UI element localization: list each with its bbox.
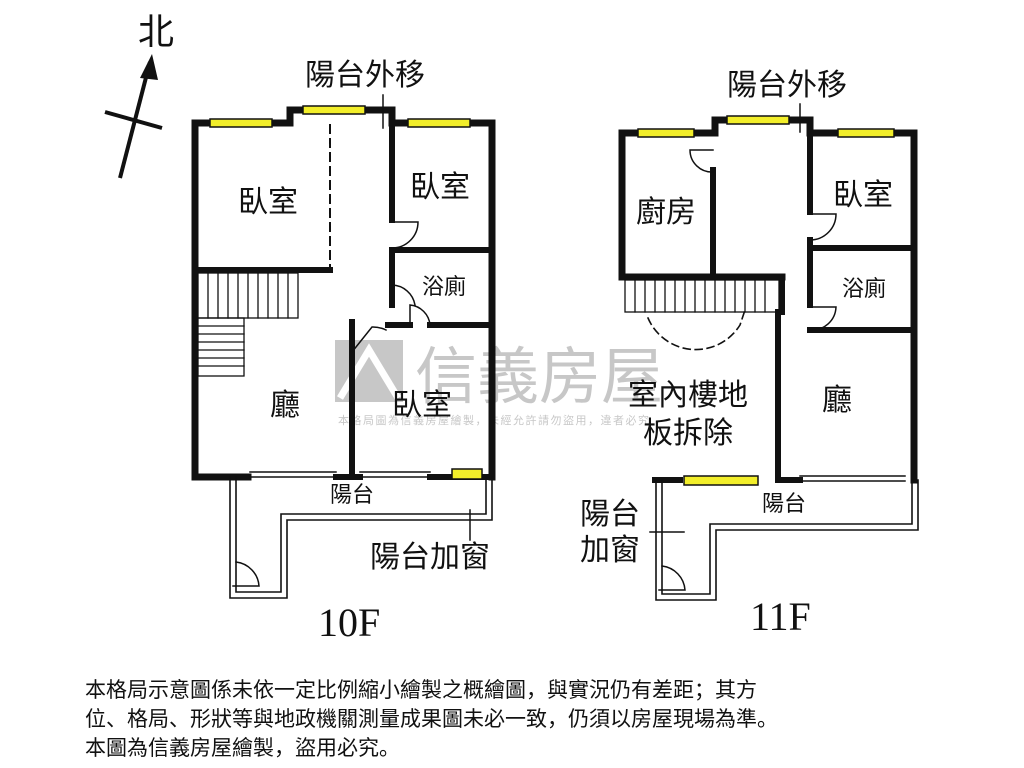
label-balcony-moved-10f: 陽台外移 bbox=[305, 58, 425, 93]
compass-arrow-head bbox=[140, 54, 158, 80]
floor-title-10f: 10F bbox=[318, 600, 380, 645]
compass-north-label: 北 bbox=[138, 12, 174, 53]
label-balcony-window-11f-line1: 陽台 bbox=[580, 497, 640, 532]
door-swing bbox=[391, 221, 419, 249]
staircase-removed bbox=[624, 279, 780, 313]
window bbox=[407, 118, 471, 128]
label-bedroom-nw-10f: 臥室 bbox=[238, 185, 298, 220]
label-living-room-11f: 廳 bbox=[822, 383, 852, 418]
label-bedroom-11f: 臥室 bbox=[833, 178, 893, 213]
window bbox=[209, 118, 273, 128]
balcony-outline bbox=[229, 476, 493, 599]
balcony-outline bbox=[655, 479, 919, 601]
wall bbox=[191, 106, 496, 481]
door-swing bbox=[658, 565, 686, 591]
compass: 北 bbox=[104, 12, 174, 179]
label-bedroom-ne-10f: 臥室 bbox=[410, 170, 470, 205]
watermark-brand: 信義房屋 bbox=[415, 340, 663, 413]
door-swing bbox=[391, 284, 416, 306]
staircase bbox=[197, 272, 299, 377]
floor-11-plan bbox=[618, 103, 919, 601]
disclaimer-line: 本格局示意圖係未依一定比例縮小繪製之概繪圖，與實況仍有差距；其方 bbox=[85, 678, 757, 702]
label-balcony-window-11f-line2: 加窗 bbox=[580, 533, 640, 568]
door-swing bbox=[809, 306, 837, 331]
window bbox=[451, 468, 483, 480]
label-balcony-11f: 陽台 bbox=[762, 492, 806, 517]
dashed-arc bbox=[646, 308, 747, 351]
label-stair-removed-line2: 板拆除 bbox=[643, 416, 733, 451]
compass-cross-line bbox=[104, 110, 163, 130]
door-swing bbox=[809, 213, 837, 241]
label-bedroom-se-10f: 臥室 bbox=[392, 388, 452, 423]
label-balcony-10f: 陽台 bbox=[330, 483, 374, 508]
label-stair-removed-line1: 室內樓地 bbox=[628, 378, 748, 413]
door-swing bbox=[232, 561, 260, 587]
disclaimer: 本格局示意圖係未依一定比例縮小繪製之概繪圖，與實況仍有差距；其方 位、格局、形狀… bbox=[85, 676, 985, 763]
wall bbox=[775, 274, 785, 483]
window bbox=[726, 115, 790, 125]
door-swing bbox=[409, 304, 431, 326]
label-living-room-10f: 廳 bbox=[270, 388, 300, 423]
window bbox=[683, 475, 759, 486]
floor-10-plan bbox=[191, 94, 496, 599]
label-balcony-moved-11f: 陽台外移 bbox=[727, 68, 847, 103]
label-bathroom-11f: 浴廁 bbox=[842, 277, 886, 302]
disclaimer-line: 位、格局、形狀等與地政機關測量成果圖未必一致，仍須以房屋現場為準。 bbox=[85, 707, 778, 731]
floor-title-11f: 11F bbox=[750, 594, 811, 639]
disclaimer-line: 本圖為信義房屋繪製，盜用必究。 bbox=[85, 736, 400, 760]
window bbox=[637, 128, 695, 138]
door-swing bbox=[350, 326, 388, 354]
watermark: 信義房屋 本格局圖為信義房屋繪製，未經允許請勿盜用，違者必究 bbox=[335, 340, 663, 427]
window bbox=[302, 105, 366, 115]
label-bathroom-10f: 浴廁 bbox=[422, 275, 466, 300]
label-balcony-window-10f: 陽台加窗 bbox=[370, 540, 490, 575]
label-kitchen-11f: 廚房 bbox=[636, 195, 696, 230]
door-swing bbox=[689, 149, 714, 173]
window bbox=[837, 128, 895, 138]
wall bbox=[191, 119, 252, 481]
